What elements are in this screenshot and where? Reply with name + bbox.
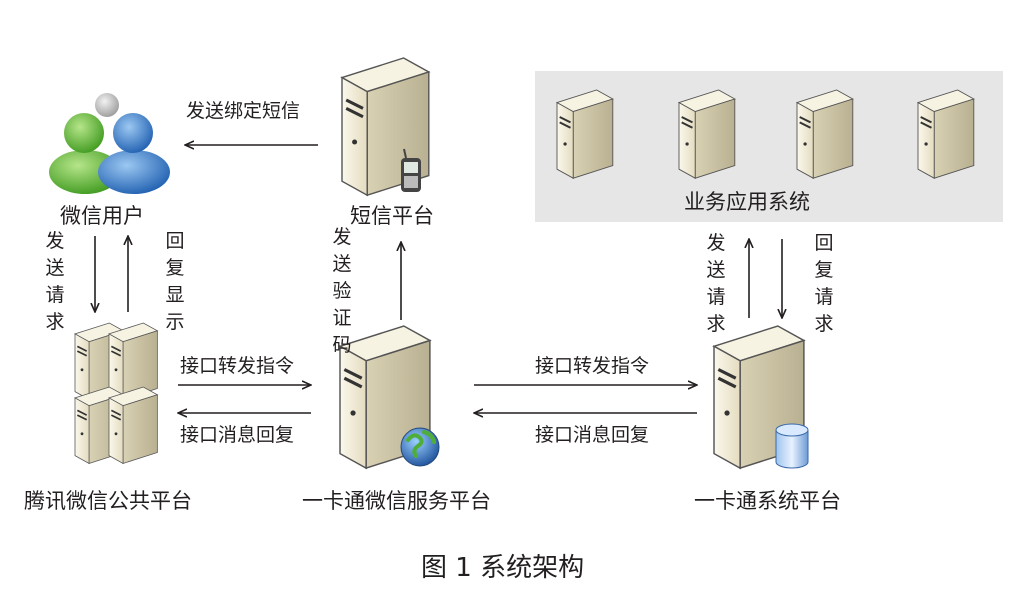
ykt-wechat-server-icon (338, 324, 440, 470)
business-server-icon (917, 89, 975, 180)
business-server-icon (678, 89, 736, 180)
edge-label-send-request-left: 发 送 请 求 (45, 230, 65, 333)
edge-label-iface-reply-right: 接口消息回复 (535, 424, 650, 446)
node-label-tencent-platform: 腾讯微信公共平台 (24, 489, 192, 513)
node-label-ykt-system-platform: 一卡通系统平台 (694, 489, 841, 513)
business-server-icon (556, 89, 614, 180)
wechat-user-icon (49, 93, 170, 194)
node-label-business-systems: 业务应用系统 (684, 190, 810, 214)
edge-label-send-request-right: 发 送 请 求 (706, 232, 726, 335)
business-server-icon (796, 89, 854, 180)
edge-label-reply-display: 回 复 显 示 (165, 230, 185, 333)
figure-caption: 图 1 系统架构 (421, 553, 585, 583)
node-label-ykt-wechat-platform: 一卡通微信服务平台 (302, 489, 491, 513)
edge-label-iface-forward-right: 接口转发指令 (535, 355, 650, 377)
edge-label-reply-request: 回 复 请 求 (814, 232, 834, 335)
edge-label-send-verify-code: 发 送 验 证 码 (332, 226, 352, 356)
node-label-wechat-user: 微信用户 (60, 204, 144, 228)
sms-server-icon (340, 56, 431, 197)
node-label-sms-platform: 短信平台 (350, 204, 434, 228)
edge-label-iface-reply-left: 接口消息回复 (180, 424, 295, 446)
edge-label-send-bind-sms: 发送绑定短信 (186, 100, 301, 122)
tencent-server-cluster-icon (74, 322, 159, 465)
edge-label-iface-forward-left: 接口转发指令 (180, 355, 295, 377)
ykt-system-server-icon (712, 324, 809, 470)
